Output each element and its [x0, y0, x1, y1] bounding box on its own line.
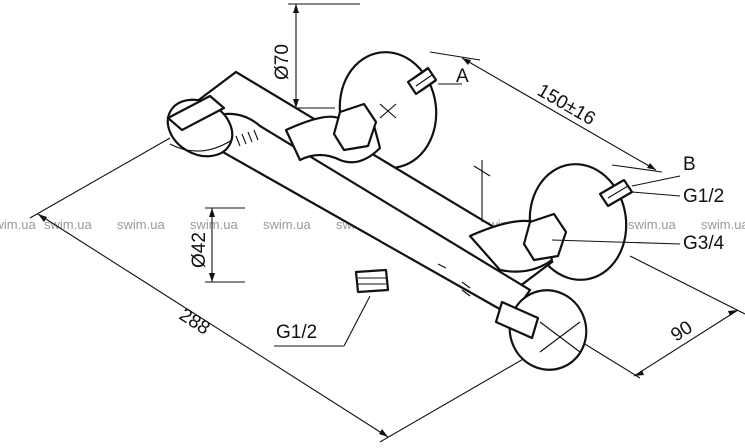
watermark: swim.ua — [0, 217, 36, 232]
label-g34: G3/4 — [683, 233, 725, 254]
label-90: 90 — [667, 317, 696, 346]
dimension-d70: Ø70 — [272, 3, 360, 109]
callout-g12-bottom: G1/2 — [274, 295, 371, 347]
label-g12-right: G1/2 — [683, 186, 724, 207]
watermark: swim.ua — [190, 217, 238, 232]
label-d70: Ø70 — [272, 44, 293, 80]
label-A: A — [456, 66, 469, 87]
callout-g34: G3/4 — [551, 233, 725, 254]
mixer-body — [166, 70, 588, 371]
label-d42: Ø42 — [189, 232, 210, 268]
watermark: swim.ua — [701, 217, 745, 232]
label-g12-bottom: G1/2 — [276, 322, 317, 343]
watermark: swim.ua — [117, 217, 165, 232]
watermark: swim.ua — [263, 217, 311, 232]
label-288: 288 — [175, 305, 213, 340]
watermark: swim.ua — [44, 217, 92, 232]
label-B: B — [683, 154, 696, 175]
watermark: swim.ua — [628, 217, 676, 232]
dimension-d42: Ø42 — [189, 207, 245, 283]
